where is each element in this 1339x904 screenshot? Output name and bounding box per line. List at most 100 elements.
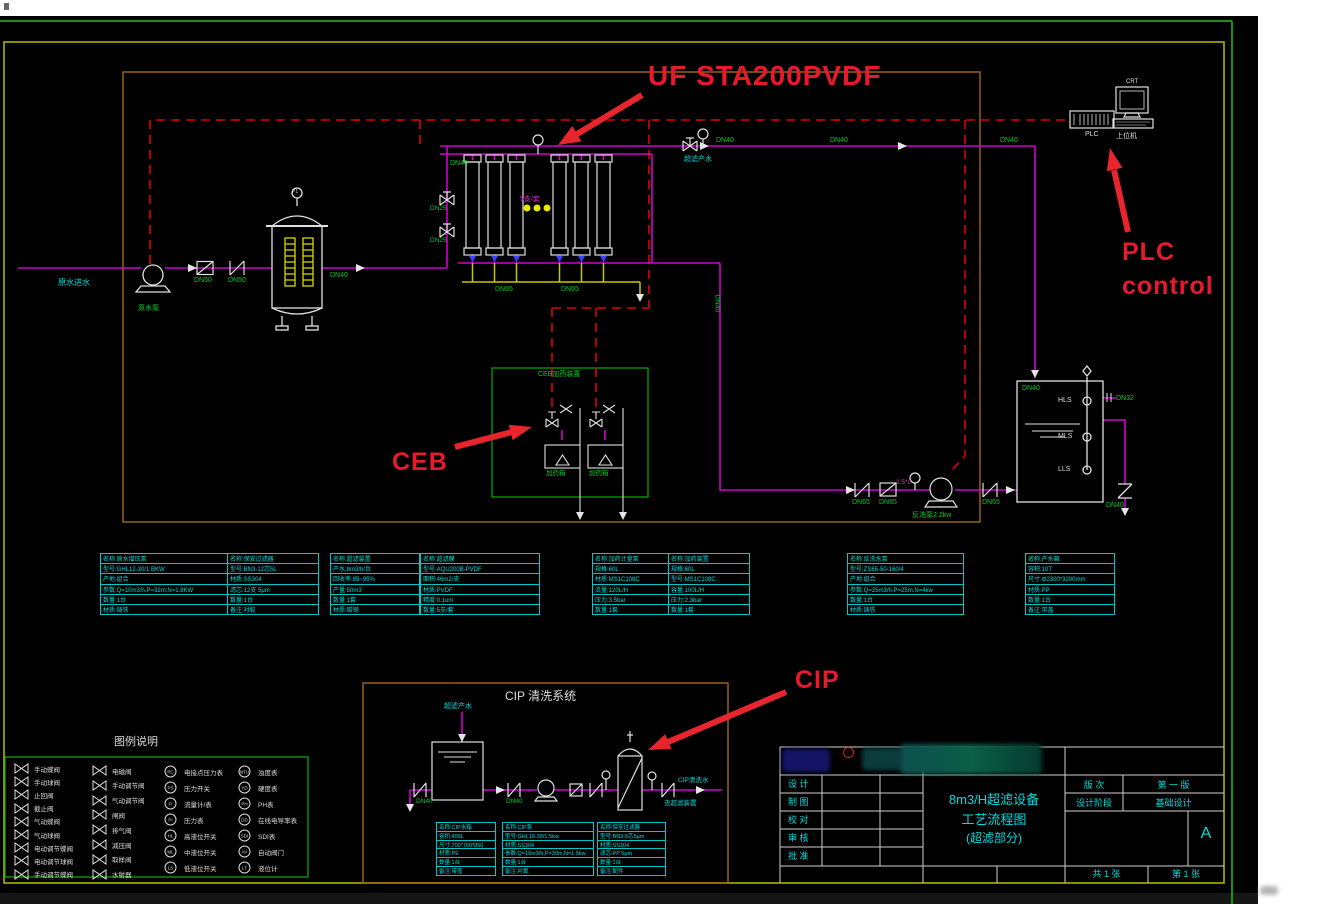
instrument-icon: AV xyxy=(238,845,251,858)
raw-inlet-label: 原水进水 xyxy=(58,278,90,287)
cip-filter-dome xyxy=(617,748,643,757)
legend-item-label: 压力表 xyxy=(184,817,204,825)
spec-table-row: 型号:AQU200B-PVDF xyxy=(421,563,539,573)
spec-table-row: 备注:带盖 xyxy=(1026,603,1114,614)
annotation-arrows xyxy=(454,92,1131,750)
product-water-label: 超滤产水 xyxy=(684,156,712,163)
instrument-icon: YD xyxy=(238,781,251,794)
spec-table-row: 产量:50m3 xyxy=(331,583,419,594)
spec-table-row: 型号:ZS65-50-160/4 xyxy=(848,563,963,573)
legend-item-label: 电动调节蝶阀 xyxy=(34,845,73,853)
legend-item-label: 气动蝶阀 xyxy=(34,819,60,827)
legend-item-label: 水射器 xyxy=(112,872,132,880)
spec-table-row: 备注:带盖 xyxy=(437,865,495,875)
spec-table-row: 压力:2.3bar xyxy=(669,593,749,604)
manual-valve xyxy=(661,782,675,798)
legend-item: 手动调节蝶阀 xyxy=(14,868,73,880)
legend-item-label: 压力开关 xyxy=(184,785,210,793)
spec-table-row: 产地:组合 xyxy=(848,573,963,583)
sheet-number: 第 1 张 xyxy=(1171,869,1200,879)
spec-table-row: 名称:超滤膜 xyxy=(423,557,455,564)
instrument-icon: ML xyxy=(164,845,177,858)
legend-item: LS 低液位开关 xyxy=(164,861,217,874)
pipe-size-label: DN40 xyxy=(1000,137,1018,144)
spec-table-row: 名称:CIP泵 xyxy=(505,824,533,831)
spec-table-row: 产地:组合 xyxy=(101,573,251,583)
ceb-tank-label: 加药箱 xyxy=(546,470,566,477)
spec-table-row: 滤芯:PP 5μm xyxy=(598,848,665,857)
pipe-size-label: DN40 xyxy=(450,160,468,167)
valve-icon xyxy=(92,853,107,865)
control-signal-lines xyxy=(149,119,1068,474)
valve-icon xyxy=(14,802,29,814)
spec-table-row: 备注:衬胶 xyxy=(228,603,318,614)
legend-item-label: 浊度表 xyxy=(258,769,278,777)
legend-item-label: 手动蝶阀 xyxy=(34,766,60,774)
instrument-icon: PI xyxy=(164,813,177,826)
pipe-size-label: DN40 xyxy=(716,137,734,144)
legend-item: 电磁阀 xyxy=(92,765,132,776)
svg-text:PI: PI xyxy=(168,818,172,823)
legend-item-label: 低液位开关 xyxy=(184,865,217,873)
manual-valve xyxy=(413,782,427,798)
cip-pump xyxy=(537,779,555,797)
instrument-icon: FI xyxy=(164,797,177,810)
spec-table-row: 流量:120L/H xyxy=(593,583,669,594)
spec-table-row: 名称:CIP水箱 xyxy=(439,824,472,831)
cip-filter-body xyxy=(617,755,643,811)
cip-return-label: CIP清洗水 xyxy=(678,777,709,784)
stamp-seal-icon xyxy=(843,747,854,758)
instrument-icon: NTU xyxy=(238,765,251,778)
spec-table-row: 名称:加药计量泵 xyxy=(595,557,639,564)
legend-item: 止回阀 xyxy=(14,789,54,801)
backwash-pump-train xyxy=(854,472,998,508)
spec-table-row: 材质:MS1C108C xyxy=(593,573,669,583)
drawing-title-line1: 8m3/H超滤设备 xyxy=(948,792,1040,807)
spec-table-row: 尺寸:700*700*850 xyxy=(437,839,495,848)
svg-text:AV: AV xyxy=(242,850,248,855)
instrument-icon: PH xyxy=(238,797,251,810)
uf-membrane-modules xyxy=(463,154,613,262)
legend-item: 电动调节蝶阀 xyxy=(14,842,73,854)
drawing-title-line2: 工艺流程图 xyxy=(961,812,1027,827)
legend-item-label: 截止阀 xyxy=(34,806,54,814)
pipe-size-label: DN50 xyxy=(194,277,212,284)
legend-item-label: 高液位开关 xyxy=(184,833,217,841)
spec-table-row: 数量:1台 xyxy=(228,593,318,604)
svg-text:LS: LS xyxy=(168,866,174,871)
company-name-blob xyxy=(862,748,902,770)
pipe-size-label: DN40 xyxy=(330,272,348,279)
cip-box-title: CIP 清洗系统 xyxy=(505,689,577,703)
pressure-gauge xyxy=(532,134,544,146)
spec-table-row: 备注:衬氟 xyxy=(503,865,593,875)
legend-item: 排气阀 xyxy=(92,824,132,836)
raw-pump-label: 原水泵 xyxy=(138,305,159,312)
pipe-size-label: DN40 xyxy=(416,798,433,805)
spec-table-row: 名称:产水箱 xyxy=(1028,557,1060,564)
uf-module xyxy=(463,154,613,256)
legend-item-label: 中液位开关 xyxy=(184,849,217,857)
spec-table-row: 名称:保安过滤器 xyxy=(230,557,274,564)
titleblock-row-approve: 批 准 xyxy=(788,851,809,861)
security-filter-vessel xyxy=(266,187,328,331)
legend-item-label: 止回阀 xyxy=(34,792,54,800)
plc-annotation-line1: PLC xyxy=(1122,238,1175,266)
spec-table-row: 面积:46m2/支 xyxy=(421,573,539,583)
pneumatic-valve xyxy=(439,223,455,238)
gauge-p1-label: P1 xyxy=(292,189,299,195)
check-valve xyxy=(569,783,583,797)
spec-table-row: 材质:SS304 xyxy=(228,573,318,583)
cip-arrow xyxy=(648,689,788,750)
legend-item: ML 中液位开关 xyxy=(164,845,217,858)
sheet-total: 共 1 张 xyxy=(1092,869,1121,879)
spec-table-row: 数量:1台 xyxy=(1026,593,1114,604)
uf-arrow xyxy=(558,92,644,145)
pressure-gauge xyxy=(647,771,657,781)
legend-item: NTU 浊度表 xyxy=(238,765,278,778)
titleblock-row-check: 校 对 xyxy=(788,815,809,825)
titleblock-row-draw: 制 图 xyxy=(788,797,809,807)
